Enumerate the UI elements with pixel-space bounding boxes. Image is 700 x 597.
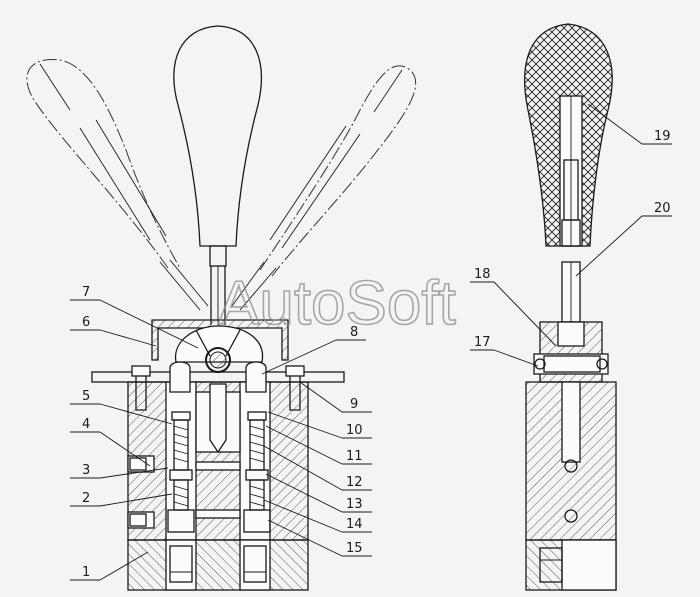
- callouts: 7 6 5 4 3 2 1: [70, 103, 672, 581]
- lever-bracket: [533, 321, 609, 383]
- label-4: 4: [82, 417, 90, 432]
- main-section-view: [26, 25, 417, 591]
- callout-18: 18: [470, 267, 557, 347]
- lever-rod: [561, 261, 581, 330]
- lever-right-position-ghost: [231, 65, 417, 311]
- label-1: 1: [82, 565, 90, 580]
- callout-13: 13: [265, 473, 372, 513]
- lever-left-position-ghost: [26, 58, 209, 311]
- label-5: 5: [82, 389, 90, 404]
- label-20: 20: [654, 201, 671, 216]
- rocker-cam: [175, 325, 264, 373]
- callout-20: 20: [575, 201, 672, 277]
- label-9: 9: [350, 397, 358, 412]
- spool-left: [167, 411, 195, 533]
- watermark-text: AutoSoft: [218, 269, 456, 338]
- side-view: [524, 23, 617, 591]
- callout-7: 7: [70, 285, 199, 349]
- callout-17: 17: [470, 335, 539, 367]
- label-10: 10: [346, 423, 363, 438]
- valve-body: [127, 361, 309, 541]
- callout-6: 6: [70, 315, 157, 347]
- callout-2: 2: [70, 491, 173, 507]
- label-13: 13: [346, 497, 363, 512]
- label-15: 15: [346, 541, 363, 556]
- callout-1: 1: [70, 551, 149, 581]
- label-11: 11: [346, 449, 363, 464]
- callout-11: 11: [265, 425, 372, 465]
- label-19: 19: [654, 129, 671, 144]
- label-12: 12: [346, 475, 363, 490]
- callout-3: 3: [70, 463, 169, 479]
- label-17: 17: [474, 335, 491, 350]
- label-18: 18: [474, 267, 491, 282]
- side-body: [525, 381, 617, 591]
- callout-19: 19: [587, 103, 672, 145]
- base-plate: [127, 539, 309, 591]
- callout-4: 4: [70, 417, 151, 467]
- callout-9: 9: [299, 381, 372, 413]
- callout-14: 14: [263, 499, 372, 533]
- callout-5: 5: [70, 389, 173, 425]
- callout-8: 8: [261, 325, 366, 375]
- label-8: 8: [350, 325, 358, 340]
- callout-12: 12: [263, 445, 372, 491]
- label-7: 7: [82, 285, 90, 300]
- label-14: 14: [346, 517, 363, 532]
- knob-sectioned: [524, 23, 613, 247]
- label-2: 2: [82, 491, 90, 506]
- label-6: 6: [82, 315, 90, 330]
- callout-15: 15: [267, 519, 372, 557]
- lever-handle: [173, 25, 262, 330]
- callout-10: 10: [267, 411, 372, 439]
- label-3: 3: [82, 463, 90, 478]
